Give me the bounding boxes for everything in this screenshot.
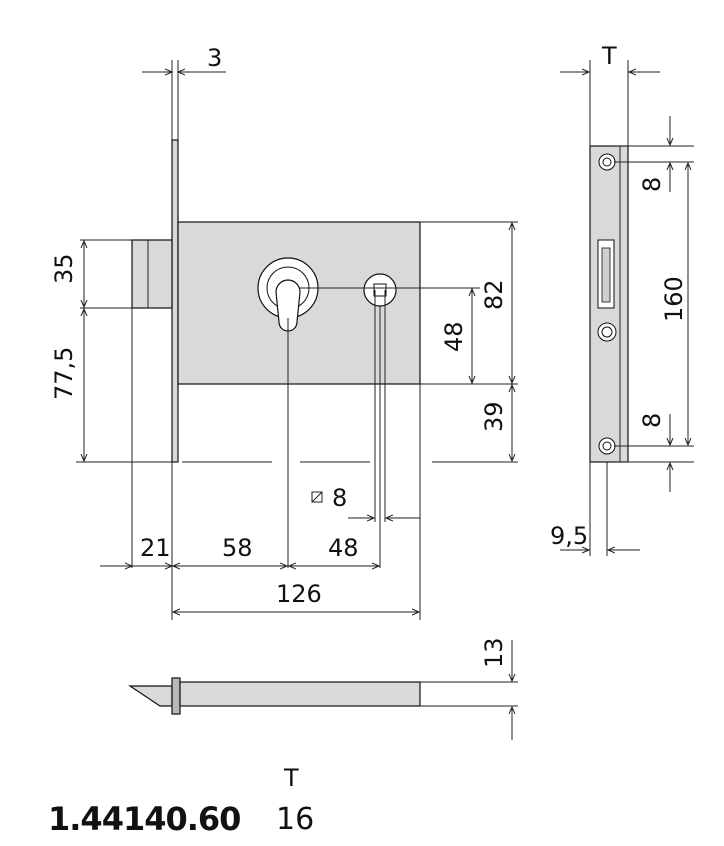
dim-bolt-height: 77,5	[50, 347, 78, 400]
dim-face-thickness: 3	[207, 44, 222, 72]
dim-screw-offset-bottom: 8	[638, 413, 666, 428]
square-symbol	[311, 491, 323, 503]
t-value: 16	[276, 802, 315, 837]
dim-faceplate-to-case: 21	[140, 534, 171, 562]
top-case	[179, 681, 421, 707]
follower-hole	[363, 273, 397, 307]
dim-cylinder-to-follower: 48	[440, 321, 468, 352]
dim-bolt-throw: 35	[50, 253, 78, 284]
front-view: 3 35 77,5 82 48 39 8	[50, 44, 518, 620]
bolt-tip	[128, 685, 173, 707]
latch-hole	[597, 322, 617, 342]
dim-bolt-thickness: 13	[480, 637, 508, 668]
side-view: T 8 160 8 9,5	[550, 42, 694, 556]
latch-bolt	[131, 239, 173, 309]
dim-backset: 58	[222, 534, 253, 562]
cylinder-hole	[257, 257, 319, 332]
model-code: 1.44140.60	[48, 800, 241, 838]
dim-follower-spacing: 48	[328, 534, 359, 562]
dim-case-length: 126	[276, 580, 322, 608]
dim-lower-height: 39	[480, 401, 508, 432]
dim-follower-square: 8	[332, 484, 347, 512]
dim-side-thickness: T	[601, 42, 617, 70]
top-view: 13	[128, 637, 518, 740]
caption-column-header: T	[284, 764, 299, 792]
bottom-screw-hole	[598, 437, 616, 455]
top-faceplate	[171, 677, 181, 715]
dim-case-height: 82	[480, 279, 508, 310]
dim-screw-offset-top: 8	[638, 177, 666, 192]
faceplate	[171, 139, 179, 463]
dim-faceplate-width: 9,5	[550, 522, 588, 550]
top-screw-hole	[598, 153, 616, 171]
dim-screw-spacing: 160	[660, 276, 688, 322]
